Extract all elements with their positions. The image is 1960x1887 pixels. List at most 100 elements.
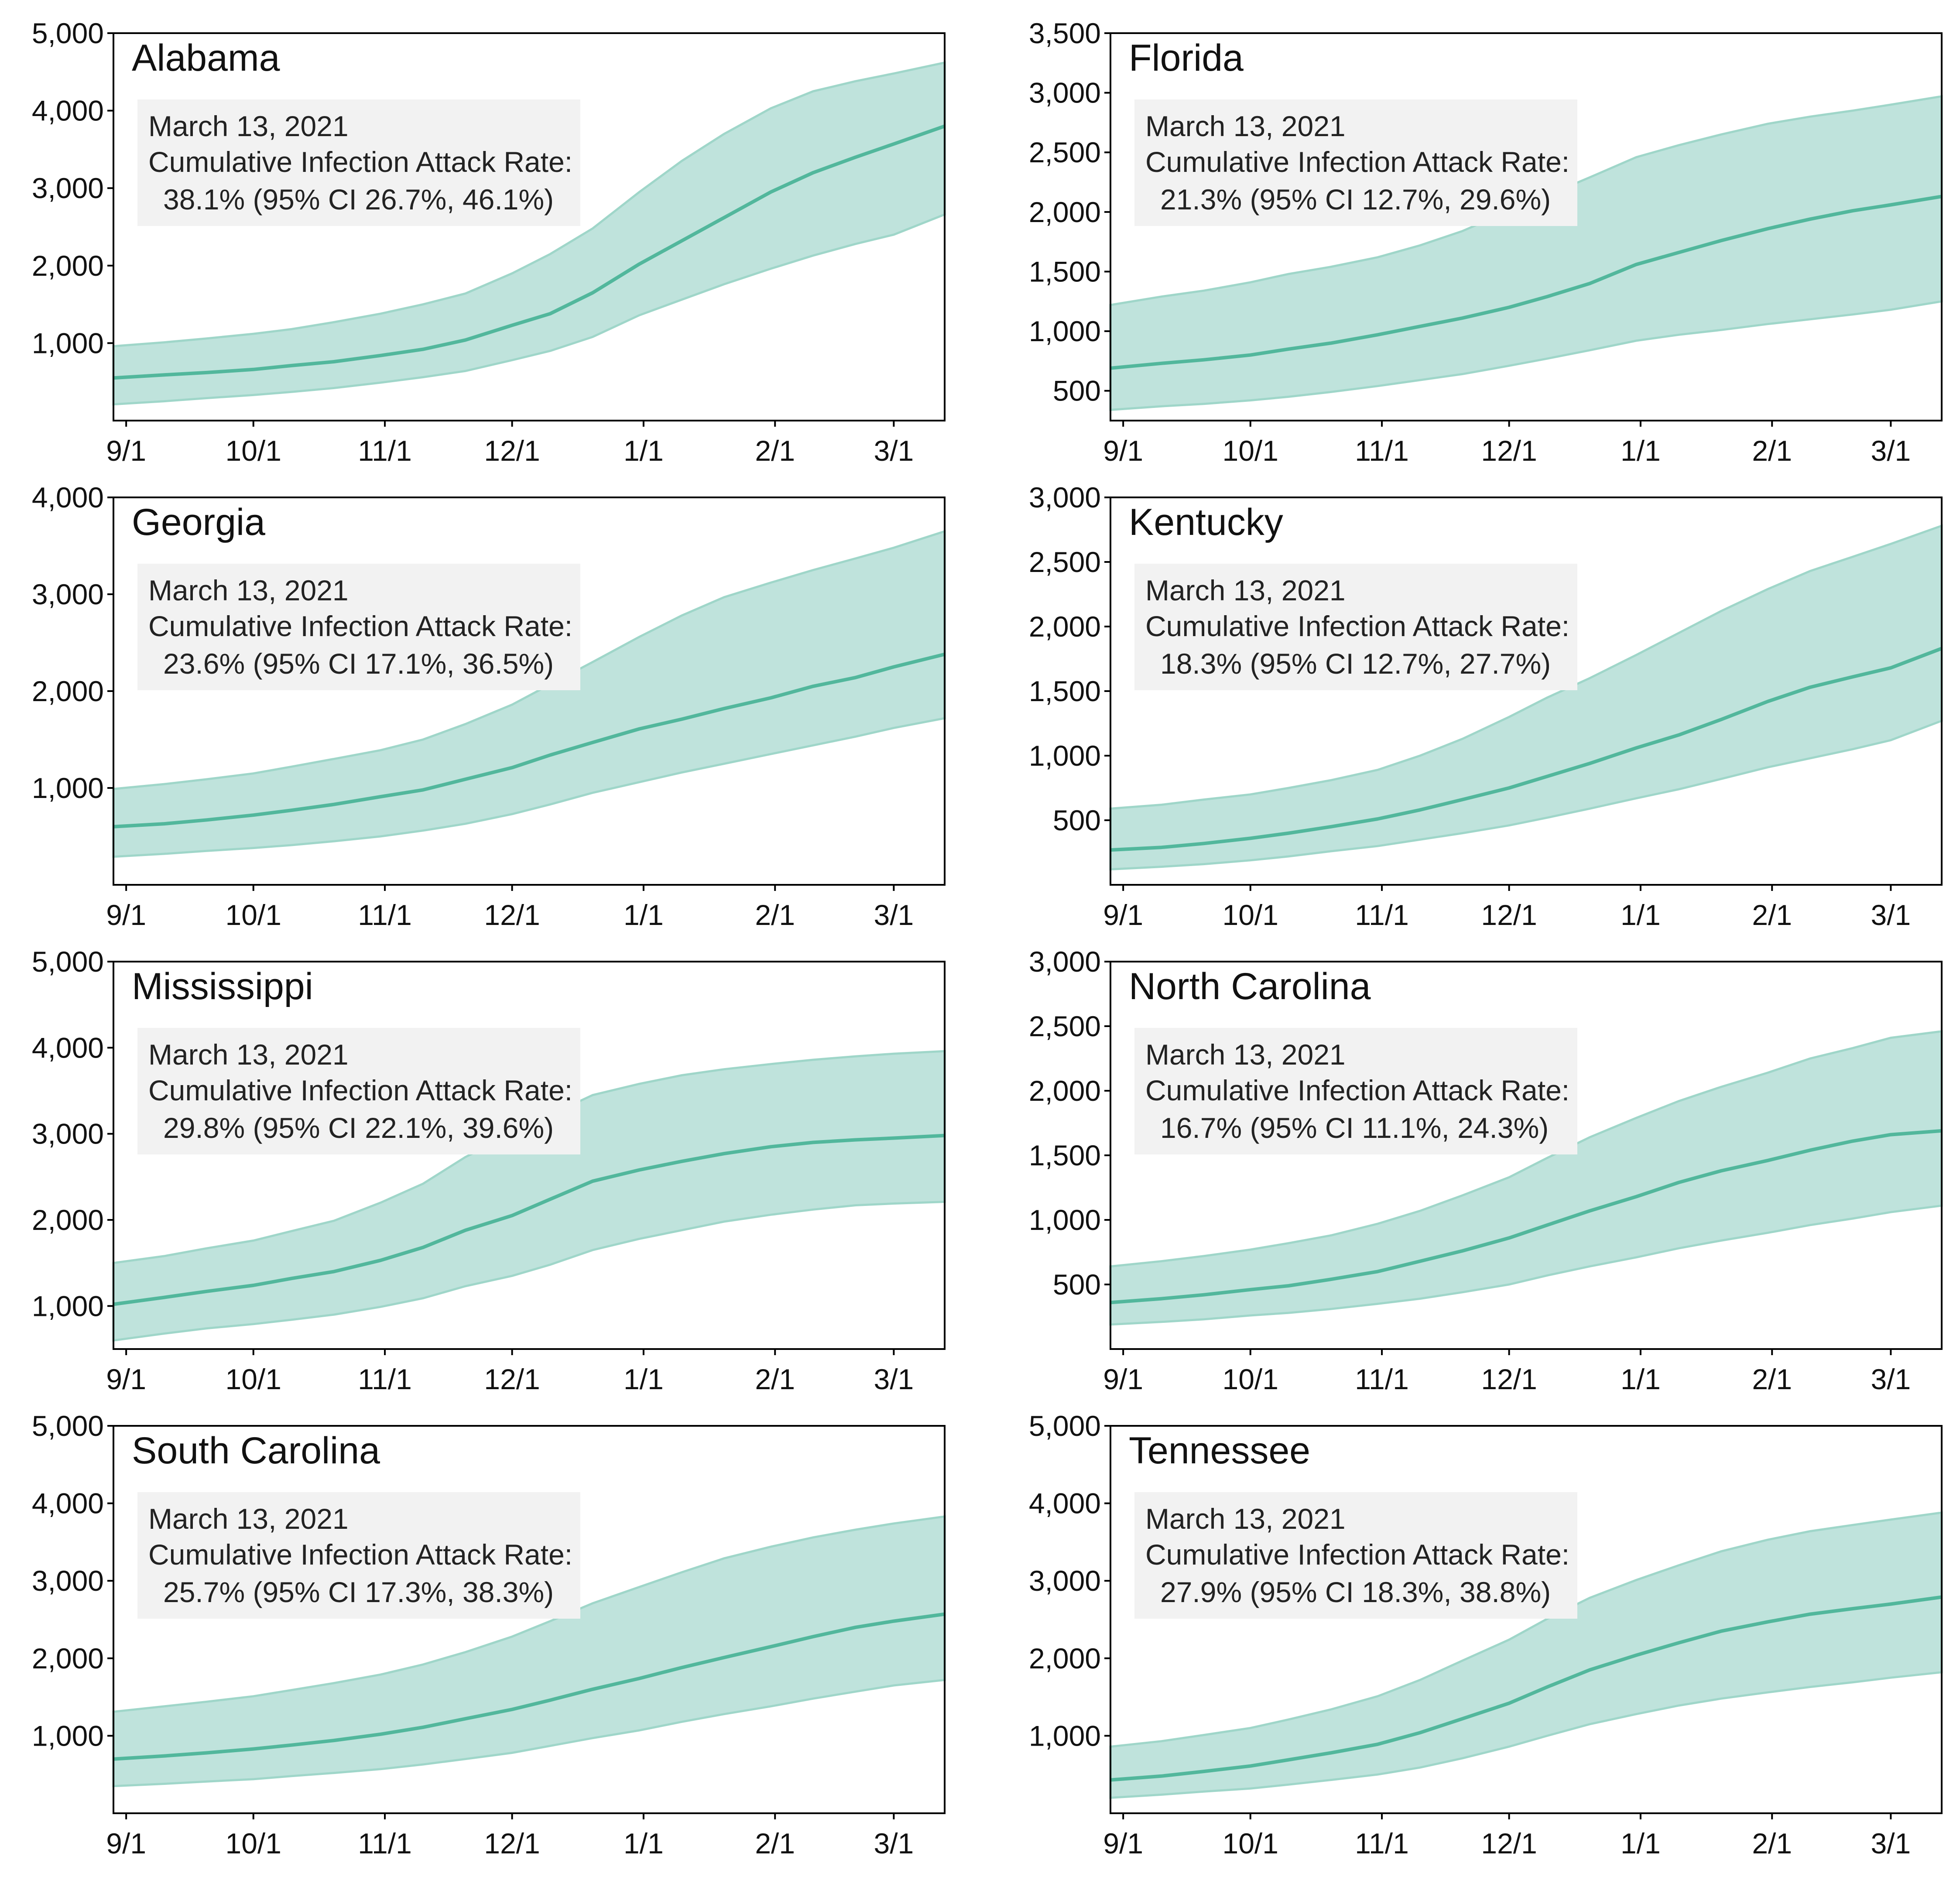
y-tick-label-mississippi-3: 4,000 xyxy=(32,1031,104,1064)
annotation-line-north-carolina-0: March 13, 2021 xyxy=(1145,1038,1346,1071)
plot-frame-alabama xyxy=(113,32,946,421)
annotation-box-kentucky xyxy=(1134,564,1577,690)
panel-title-north-carolina: North Carolina xyxy=(1129,966,1371,1007)
x-tick-label-georgia-6: 3/1 xyxy=(874,899,914,931)
y-tick-label-florida-4: 2,500 xyxy=(1029,136,1101,168)
y-tick-label-north-carolina-0: 500 xyxy=(1053,1268,1101,1301)
y-tick-label-kentucky-1: 1,000 xyxy=(1029,740,1101,772)
annotation-line-florida-0: March 13, 2021 xyxy=(1145,110,1346,142)
x-tick-label-georgia-0: 9/1 xyxy=(106,899,146,931)
x-tick-label-alabama-1: 10/1 xyxy=(226,435,281,467)
annotation-line-georgia-1: Cumulative Infection Attack Rate: xyxy=(148,610,572,642)
x-tick-label-florida-1: 10/1 xyxy=(1223,435,1278,467)
annotation-line-florida-1: Cumulative Infection Attack Rate: xyxy=(1145,146,1569,178)
x-tick-label-south-carolina-0: 9/1 xyxy=(106,1827,146,1860)
y-tick-label-georgia-3: 4,000 xyxy=(32,481,104,514)
panel-title-south-carolina: South Carolina xyxy=(132,1430,380,1472)
panel-title-alabama: Alabama xyxy=(132,37,280,79)
y-tick-label-alabama-2: 3,000 xyxy=(32,172,104,204)
x-tick-label-mississippi-6: 3/1 xyxy=(874,1363,914,1395)
y-tick-label-north-carolina-2: 1,500 xyxy=(1029,1139,1101,1171)
y-tick-label-south-carolina-1: 2,000 xyxy=(32,1642,104,1675)
annotation-line-kentucky-2: 18.3% (95% CI 12.7%, 27.7%) xyxy=(1160,647,1551,680)
annotation-line-north-carolina-1: Cumulative Infection Attack Rate: xyxy=(1145,1074,1569,1106)
annotation-line-south-carolina-2: 25.7% (95% CI 17.3%, 38.3%) xyxy=(163,1576,554,1608)
y-tick-label-south-carolina-0: 1,000 xyxy=(32,1719,104,1752)
x-tick-label-south-carolina-6: 3/1 xyxy=(874,1827,914,1860)
y-tick-label-tennessee-4: 5,000 xyxy=(1029,1410,1101,1442)
y-tick-label-south-carolina-2: 3,000 xyxy=(32,1565,104,1597)
y-tick-label-kentucky-0: 500 xyxy=(1053,804,1101,836)
y-tick-label-georgia-1: 2,000 xyxy=(32,675,104,707)
x-tick-label-tennessee-1: 10/1 xyxy=(1223,1827,1278,1860)
y-tick-label-florida-1: 1,000 xyxy=(1029,315,1101,347)
x-tick-label-kentucky-5: 2/1 xyxy=(1752,899,1792,931)
x-tick-label-alabama-0: 9/1 xyxy=(106,435,146,467)
x-tick-label-florida-2: 11/1 xyxy=(1355,435,1409,467)
y-tick-label-florida-2: 1,500 xyxy=(1029,255,1101,288)
x-tick-label-georgia-1: 10/1 xyxy=(226,899,281,931)
y-tick-label-north-carolina-5: 3,000 xyxy=(1029,945,1101,978)
median-line-south-carolina xyxy=(113,1612,945,1761)
y-tick-label-florida-3: 2,000 xyxy=(1029,196,1101,228)
annotation-line-alabama-2: 38.1% (95% CI 26.7%, 46.1%) xyxy=(163,183,554,216)
x-tick-label-mississippi-2: 11/1 xyxy=(358,1363,412,1395)
y-tick-label-kentucky-2: 1,500 xyxy=(1029,675,1101,707)
annotation-box-tennessee xyxy=(1134,1492,1577,1619)
annotation-line-alabama-1: Cumulative Infection Attack Rate: xyxy=(148,146,572,178)
x-tick-label-north-carolina-4: 1/1 xyxy=(1621,1363,1661,1395)
y-tick-label-north-carolina-4: 2,500 xyxy=(1029,1010,1101,1042)
annotation-line-georgia-0: March 13, 2021 xyxy=(148,574,349,606)
annotation-line-kentucky-0: March 13, 2021 xyxy=(1145,574,1346,606)
x-tick-label-kentucky-6: 3/1 xyxy=(1871,899,1911,931)
x-tick-label-mississippi-5: 2/1 xyxy=(755,1363,795,1395)
annotation-line-tennessee-2: 27.9% (95% CI 18.3%, 38.8%) xyxy=(1160,1576,1551,1608)
x-tick-label-south-carolina-2: 11/1 xyxy=(358,1827,412,1860)
annotation-line-south-carolina-1: Cumulative Infection Attack Rate: xyxy=(148,1538,572,1571)
x-tick-label-south-carolina-4: 1/1 xyxy=(624,1827,664,1860)
x-tick-label-north-carolina-6: 3/1 xyxy=(1871,1363,1911,1395)
plot-frame-tennessee xyxy=(1110,1425,1943,1814)
x-tick-label-georgia-5: 2/1 xyxy=(755,899,795,931)
x-tick-label-kentucky-2: 11/1 xyxy=(1355,899,1409,931)
annotation-box-alabama xyxy=(137,99,580,226)
x-tick-label-mississippi-4: 1/1 xyxy=(624,1363,664,1395)
annotation-line-kentucky-1: Cumulative Infection Attack Rate: xyxy=(1145,610,1569,642)
x-tick-label-tennessee-0: 9/1 xyxy=(1103,1827,1143,1860)
annotation-box-south-carolina xyxy=(137,1492,580,1619)
median-line-florida xyxy=(1110,195,1942,370)
x-tick-label-florida-4: 1/1 xyxy=(1621,435,1661,467)
annotation-line-north-carolina-2: 16.7% (95% CI 11.1%, 24.3%) xyxy=(1160,1112,1549,1144)
x-tick-label-kentucky-1: 10/1 xyxy=(1223,899,1278,931)
x-tick-label-north-carolina-3: 12/1 xyxy=(1481,1363,1537,1395)
y-tick-label-mississippi-4: 5,000 xyxy=(32,945,104,978)
x-tick-label-alabama-3: 12/1 xyxy=(484,435,540,467)
y-tick-label-alabama-0: 1,000 xyxy=(32,327,104,359)
annotation-line-alabama-0: March 13, 2021 xyxy=(148,110,349,142)
median-line-alabama xyxy=(113,124,946,380)
median-line-georgia xyxy=(113,652,945,829)
y-tick-label-alabama-1: 2,000 xyxy=(32,250,104,282)
x-tick-label-north-carolina-1: 10/1 xyxy=(1223,1363,1278,1395)
x-tick-label-kentucky-0: 9/1 xyxy=(1103,899,1143,931)
x-tick-label-tennessee-3: 12/1 xyxy=(1481,1827,1537,1860)
annotation-line-tennessee-1: Cumulative Infection Attack Rate: xyxy=(1145,1538,1569,1571)
x-tick-label-alabama-6: 3/1 xyxy=(874,435,914,467)
y-tick-label-north-carolina-3: 2,000 xyxy=(1029,1075,1101,1107)
x-tick-label-north-carolina-2: 11/1 xyxy=(1355,1363,1409,1395)
y-tick-label-tennessee-0: 1,000 xyxy=(1029,1719,1101,1752)
annotation-line-mississippi-0: March 13, 2021 xyxy=(148,1038,349,1071)
y-tick-label-alabama-3: 4,000 xyxy=(32,95,104,127)
x-tick-label-tennessee-4: 1/1 xyxy=(1621,1827,1661,1860)
x-tick-label-alabama-4: 1/1 xyxy=(624,435,664,467)
annotation-box-north-carolina xyxy=(1134,1028,1577,1154)
median-line-kentucky xyxy=(1110,647,1943,852)
x-tick-label-florida-6: 3/1 xyxy=(1871,435,1911,467)
annotation-box-florida xyxy=(1134,99,1577,226)
y-tick-label-kentucky-4: 2,500 xyxy=(1029,546,1101,578)
x-tick-label-georgia-3: 12/1 xyxy=(484,899,540,931)
